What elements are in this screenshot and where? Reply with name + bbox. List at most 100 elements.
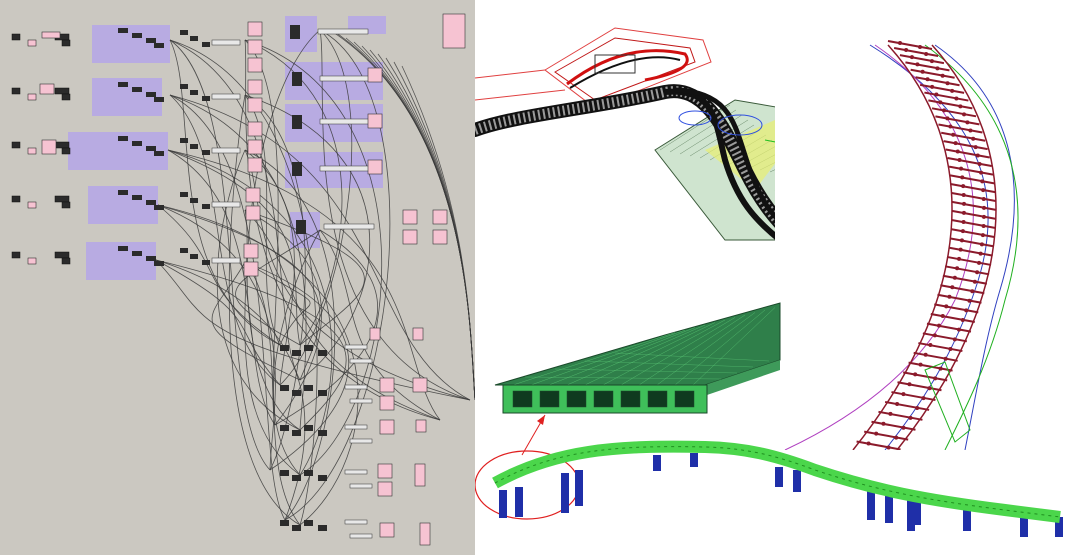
output-panel	[379, 522, 395, 538]
track-bolt	[952, 275, 957, 280]
blue-loop	[678, 110, 712, 126]
track-bolt	[920, 69, 925, 74]
track-bolt	[980, 179, 985, 184]
track-rail	[896, 44, 997, 450]
output-panel	[367, 159, 383, 175]
component-node	[180, 138, 188, 143]
bridge-pier	[885, 493, 893, 523]
component-node	[146, 146, 156, 151]
component-node	[290, 25, 300, 39]
track-tie	[878, 410, 923, 421]
wire	[273, 229, 321, 476]
track-bolt	[904, 47, 909, 52]
track-tie	[938, 123, 983, 134]
component-node	[280, 470, 289, 476]
bridge-pier	[653, 455, 661, 471]
track-bolt	[908, 415, 913, 420]
component-node	[11, 195, 21, 203]
track-bolt	[968, 128, 973, 133]
component-node	[304, 425, 313, 431]
component-node	[118, 190, 128, 195]
track-bolt	[932, 333, 937, 338]
track-tie	[937, 293, 982, 304]
node-group	[285, 16, 317, 52]
track-bolt	[965, 120, 970, 125]
component-node	[318, 475, 327, 481]
output-panel	[247, 121, 263, 137]
track-bolt	[958, 247, 963, 252]
component-node	[280, 345, 289, 351]
track-bolt	[940, 73, 945, 78]
wire	[244, 209, 322, 426]
wire	[244, 149, 295, 386]
deck-grid-line	[524, 376, 722, 380]
girder-cell	[620, 390, 641, 408]
wire	[155, 259, 281, 386]
slider-node	[319, 165, 371, 172]
wire	[244, 261, 311, 346]
bridge-pier	[690, 453, 698, 467]
wire	[244, 94, 371, 381]
track-tie	[935, 115, 980, 126]
component-node	[132, 251, 142, 256]
track-tie	[924, 91, 969, 102]
track-tie	[950, 183, 996, 194]
track-tie	[913, 351, 958, 362]
track-tie	[950, 228, 996, 239]
component-node	[11, 251, 21, 259]
output-panel	[379, 395, 395, 411]
track-bolt	[881, 421, 886, 426]
track-bolt	[981, 214, 986, 219]
track-bolt	[962, 112, 967, 117]
bridge-pier	[793, 470, 801, 492]
track-bolt	[947, 294, 952, 299]
output-panel	[247, 97, 263, 113]
component-node	[180, 248, 188, 253]
track-rail	[852, 44, 953, 450]
wire	[169, 39, 318, 526]
track-bolt	[952, 337, 957, 342]
track-bolt	[901, 392, 906, 397]
track-tie	[951, 209, 997, 220]
component-node	[280, 520, 289, 526]
component-node	[280, 385, 289, 391]
track-bolt	[928, 343, 933, 348]
track-tie	[887, 40, 933, 50]
output-panel	[414, 463, 426, 487]
track-tie	[922, 332, 968, 343]
track-bolt	[980, 233, 985, 238]
wire	[244, 209, 441, 421]
track-tie	[948, 165, 994, 176]
bridge-pier	[1055, 517, 1063, 537]
slider-node	[211, 39, 241, 46]
bridge-pier	[913, 495, 921, 525]
node-components	[11, 25, 375, 539]
component-node	[190, 254, 198, 259]
building-block	[594, 54, 636, 74]
component-node	[154, 97, 164, 102]
component-node	[132, 87, 142, 92]
track-tie	[908, 361, 953, 372]
alignment-perspective-view	[475, 0, 870, 258]
girder-cell	[566, 390, 587, 408]
output-panel	[245, 187, 261, 203]
component-node	[54, 141, 70, 149]
deck-grid-line	[614, 352, 770, 362]
track-bolt	[960, 175, 965, 180]
bridge-pier	[515, 487, 523, 517]
track-bolt	[950, 285, 955, 290]
wire	[169, 94, 286, 521]
wire	[244, 149, 336, 521]
component-node	[180, 192, 188, 197]
track-bolt	[953, 141, 958, 146]
component-node	[154, 43, 164, 48]
track-bolt	[945, 81, 950, 86]
track-plan-view	[775, 0, 1080, 450]
track-plan-graphic	[784, 40, 1019, 450]
track-bolt	[915, 405, 920, 410]
node-panels	[39, 13, 466, 546]
track-bolt	[915, 62, 920, 67]
component-node	[190, 144, 198, 149]
output-panel	[41, 31, 61, 39]
wire	[284, 29, 391, 521]
